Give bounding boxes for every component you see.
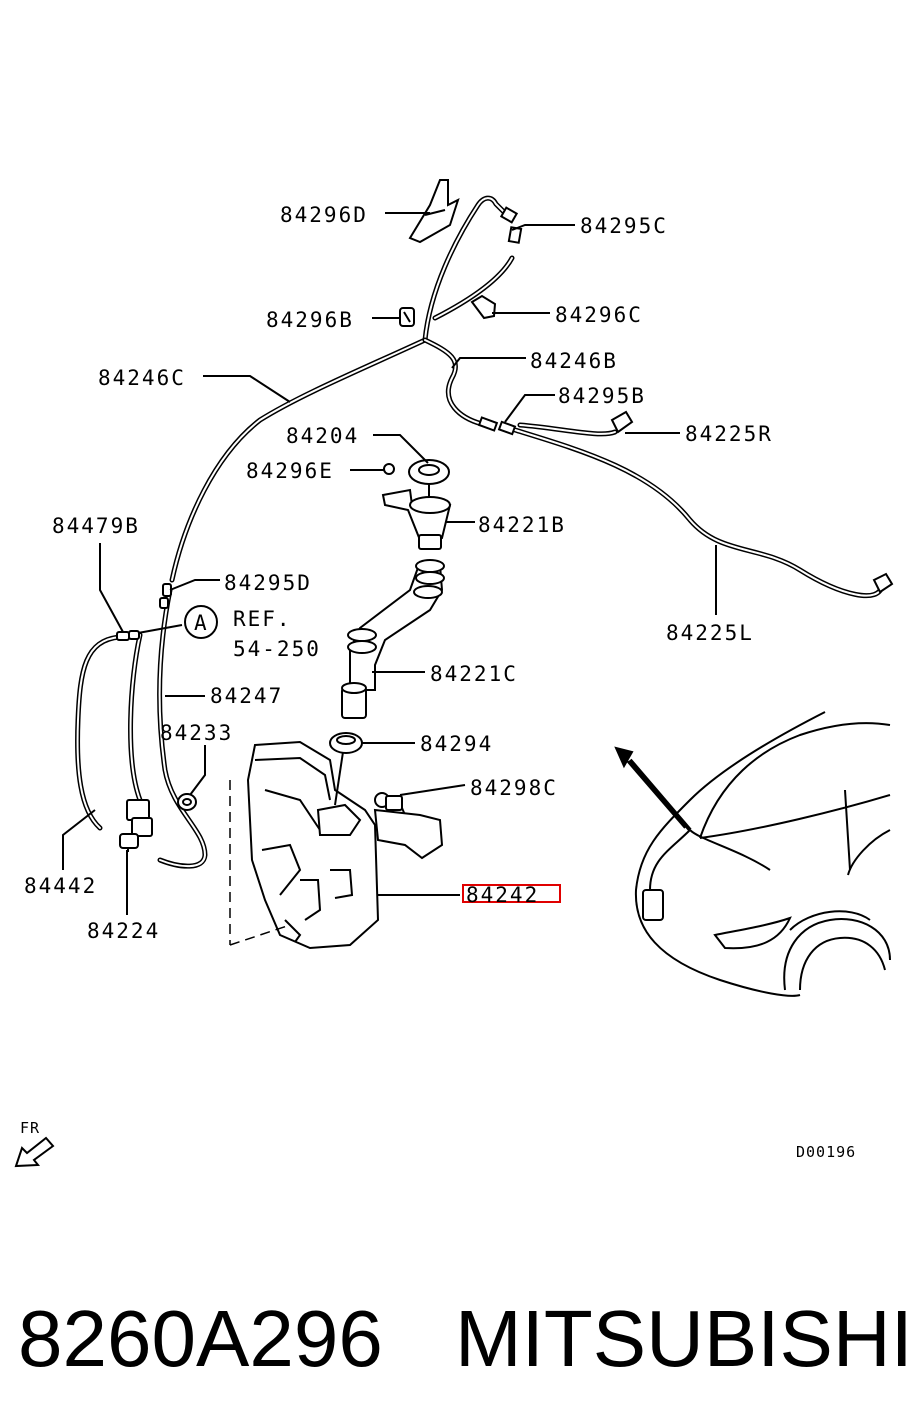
label-84296e: 84296E bbox=[246, 459, 334, 483]
leader-lines bbox=[62, 212, 717, 915]
label-84242: 84242 bbox=[466, 883, 539, 907]
reference-a: A REF. 54-250 bbox=[184, 605, 321, 661]
label-84233: 84233 bbox=[160, 721, 233, 745]
label-84479b: 84479B bbox=[52, 514, 140, 538]
label-84296c: 84296C bbox=[555, 303, 643, 327]
vehicle-location-view bbox=[614, 711, 891, 997]
hose-84225r bbox=[517, 422, 618, 437]
highlight-box-84242 bbox=[462, 884, 561, 903]
seal-84294-icon bbox=[329, 732, 363, 754]
filler-neck-84221b-icon bbox=[381, 488, 452, 550]
label-84298c: 84298C bbox=[470, 776, 558, 800]
fr-label: FR bbox=[20, 1119, 40, 1137]
label-84296b: 84296B bbox=[266, 308, 354, 332]
reservoir-tank-84242-icon bbox=[246, 740, 444, 950]
reference-circle-letter: A bbox=[194, 611, 209, 635]
hose-upper-84296d bbox=[422, 195, 515, 343]
hose-84246c bbox=[169, 337, 428, 583]
grommet-84296e-icon bbox=[383, 463, 395, 475]
filler-hose-84221c-icon bbox=[341, 559, 445, 719]
label-84225r: 84225R bbox=[685, 422, 773, 446]
front-direction-indicator: FR bbox=[14, 1119, 55, 1168]
label-84295d: 84295D bbox=[224, 571, 312, 595]
hose-84442 bbox=[75, 632, 143, 831]
footer-part-number: 8260A296 bbox=[18, 1294, 383, 1383]
label-84221c: 84221C bbox=[430, 662, 518, 686]
label-84204: 84204 bbox=[286, 424, 359, 448]
pump-84224-icon bbox=[119, 799, 153, 852]
clip-84296b-icon bbox=[399, 307, 415, 327]
label-84295b: 84295B bbox=[558, 384, 646, 408]
label-84247: 84247 bbox=[210, 684, 283, 708]
label-84225l: 84225L bbox=[666, 621, 754, 645]
drawing-code: D00196 bbox=[796, 1143, 856, 1161]
fr-arrow-icon bbox=[14, 1136, 55, 1168]
grommet-84233-icon bbox=[177, 793, 197, 811]
joint-84479b-icon bbox=[116, 630, 140, 641]
label-84221b: 84221B bbox=[478, 513, 566, 537]
joint-84295d-icon bbox=[159, 583, 172, 609]
footer-brand: MITSUBISHI bbox=[455, 1294, 909, 1383]
label-84295c: 84295C bbox=[580, 214, 668, 238]
hose-84246b bbox=[422, 337, 485, 427]
joint-84295c-icon bbox=[499, 206, 523, 244]
nozzle-84225r-icon bbox=[610, 410, 634, 434]
joint-84295b-icon bbox=[477, 416, 517, 436]
label-84296d: 84296D bbox=[280, 203, 368, 227]
label-84246c: 84246C bbox=[98, 366, 186, 390]
cap-84204-icon bbox=[408, 459, 450, 500]
reservoir-guide-lines bbox=[229, 780, 291, 946]
label-84442: 84442 bbox=[24, 874, 97, 898]
label-84246b: 84246B bbox=[530, 349, 618, 373]
reference-text-line2: 54-250 bbox=[233, 637, 321, 661]
clip-84296c-icon bbox=[470, 294, 497, 320]
label-84294: 84294 bbox=[420, 732, 493, 756]
hose-84247 bbox=[157, 587, 208, 869]
reference-text-line1: REF. bbox=[233, 607, 292, 631]
nozzle-84225l-icon bbox=[872, 572, 894, 594]
label-84224: 84224 bbox=[87, 919, 160, 943]
bracket-84296d-icon bbox=[408, 179, 460, 244]
hose-84225l bbox=[512, 427, 885, 599]
